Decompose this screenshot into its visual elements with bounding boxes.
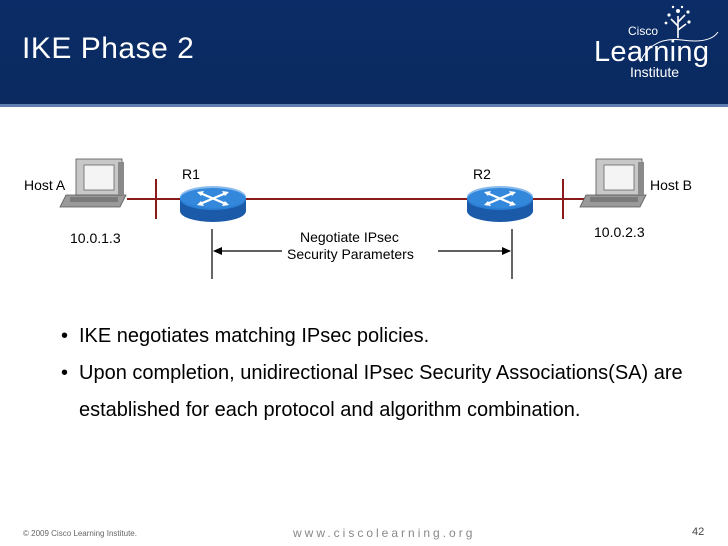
router-icon-r1 xyxy=(180,186,246,222)
host-b-label: Host B xyxy=(650,177,693,193)
slide-title: IKE Phase 2 xyxy=(22,32,195,65)
bullet-text: IKE negotiates matching IPsec policies. xyxy=(79,325,430,347)
cisco-learning-institute-logo xyxy=(639,5,719,63)
bullet-list: • IKE negotiates matching IPsec policies… xyxy=(50,318,700,429)
router-r1-label: R1 xyxy=(182,166,200,182)
computer-icon-host-a xyxy=(59,158,127,208)
host-a-label: Host A xyxy=(24,177,66,193)
arrow-left-head xyxy=(213,247,222,255)
tree-icon xyxy=(670,14,687,38)
network-diagram xyxy=(59,158,647,279)
title-bar-divider xyxy=(0,104,728,107)
computer-icon-host-b xyxy=(579,158,647,208)
arrow-right-head xyxy=(502,247,511,255)
negotiate-label-line1: Negotiate IPsec xyxy=(300,229,399,245)
footer-url: www.ciscolearning.org xyxy=(293,526,476,540)
logo-brand: Cisco xyxy=(628,24,659,38)
router-r2-label: R2 xyxy=(473,166,491,182)
host-b-ip: 10.0.2.3 xyxy=(594,224,645,240)
bullet-item: • Upon completion, unidirectional IPsec … xyxy=(50,355,700,429)
bullet-item: • IKE negotiates matching IPsec policies… xyxy=(50,318,700,355)
footer-copyright: © 2009 Cisco Learning Institute. xyxy=(23,529,137,538)
bullet-dot: • xyxy=(61,362,69,384)
router-icon-r2 xyxy=(467,186,533,222)
title-bar xyxy=(0,0,728,104)
bullet-text: Upon completion, unidirectional IPsec Se… xyxy=(79,362,683,421)
negotiate-label-line2: Security Parameters xyxy=(287,246,414,262)
logo-sub: Institute xyxy=(630,64,680,80)
bullet-dot: • xyxy=(61,325,69,347)
host-a-ip: 10.0.1.3 xyxy=(70,230,121,246)
logo-word: Learning xyxy=(594,36,710,68)
page-number: 42 xyxy=(692,526,705,538)
